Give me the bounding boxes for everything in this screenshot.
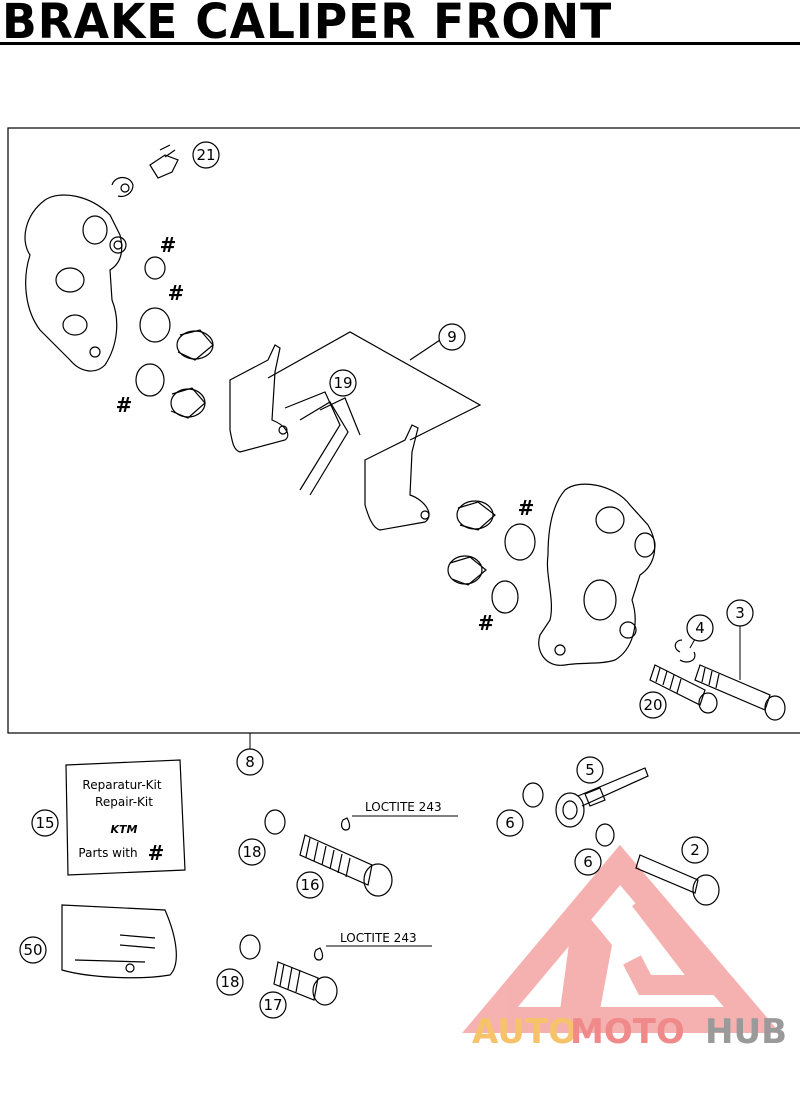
hash-mark: # xyxy=(478,611,495,635)
callout-2-circle xyxy=(681,836,709,864)
watermark-auto: AUTO xyxy=(472,1012,577,1052)
callout-9-leader xyxy=(267,331,482,441)
seal-left-small xyxy=(144,256,166,280)
caliper-frame xyxy=(7,127,800,734)
banjo-bolt xyxy=(635,854,720,906)
callout-3: 3 xyxy=(735,604,745,622)
loctite-label-1: LOCTITE 243 xyxy=(365,800,442,814)
callout-16-circle xyxy=(296,871,324,899)
hash-mark: # xyxy=(168,281,185,305)
watermark-logo xyxy=(462,844,781,1033)
callout-8-circle xyxy=(236,748,264,776)
callout-19-circle xyxy=(329,369,357,397)
callout-5: 5 xyxy=(585,761,595,779)
hash-mark: # xyxy=(116,393,133,417)
seal-right-upper xyxy=(504,523,536,561)
callout-18a: 18 xyxy=(242,843,261,861)
callout-6a: 6 xyxy=(505,814,515,832)
callout-18b-circle xyxy=(216,968,244,996)
repair-kit-line2: Repair-Kit xyxy=(95,795,153,809)
callout-21-circle xyxy=(192,141,220,169)
washer-6-lower xyxy=(595,823,615,847)
callout-6a-circle xyxy=(496,809,524,837)
watermark-text: AUTO MOTO HUB xyxy=(472,1012,787,1052)
callout-4-circle xyxy=(686,614,714,642)
piston-right-lower xyxy=(447,555,487,586)
snap-ring xyxy=(674,639,696,663)
bolt-17 xyxy=(273,961,338,1006)
callout-19: 19 xyxy=(333,374,352,392)
caliper-half-right xyxy=(538,483,656,666)
callout-21: 21 xyxy=(196,146,215,164)
loctite-drop-2 xyxy=(313,947,324,961)
washer-18-lower xyxy=(239,934,261,960)
repair-kit-hash: # xyxy=(148,841,165,865)
callout-4: 4 xyxy=(695,619,705,637)
washer-6-upper xyxy=(522,782,544,808)
bolt-short xyxy=(649,664,718,714)
brake-hose-fitting xyxy=(555,767,649,828)
callout-18b: 18 xyxy=(220,973,239,991)
brake-pad-left xyxy=(229,344,289,453)
callout-2: 2 xyxy=(690,841,700,859)
loctite-label-2: LOCTITE 243 xyxy=(340,931,417,945)
bolt-long xyxy=(694,664,786,721)
caliper-half-left xyxy=(24,194,127,372)
callout-9-circle xyxy=(438,323,466,351)
ktm-logo: KTM xyxy=(111,823,138,836)
callout-6b-circle xyxy=(574,848,602,876)
piston-left-upper xyxy=(176,329,214,361)
watermark-moto: MOTO xyxy=(570,1012,685,1052)
washer-18-upper xyxy=(264,809,286,835)
seal-left-large-lower xyxy=(135,363,165,397)
repair-kit-line3: Parts with xyxy=(78,846,137,860)
callout-3-circle xyxy=(726,599,754,627)
callout-20-circle xyxy=(639,691,667,719)
hash-mark: # xyxy=(518,496,535,520)
repair-kit-line1: Reparatur-Kit xyxy=(82,778,161,792)
repair-kit-card xyxy=(65,759,186,876)
callout-15-circle xyxy=(31,809,59,837)
seal-right-lower xyxy=(491,580,519,614)
title-underline xyxy=(0,42,800,45)
callout-18a-circle xyxy=(238,838,266,866)
callout-17: 17 xyxy=(263,996,282,1014)
loctite-drop-1 xyxy=(340,817,351,831)
piston-left-lower xyxy=(170,387,206,419)
callout-9: 9 xyxy=(447,328,457,346)
callout-16: 16 xyxy=(300,876,319,894)
piston-right-upper xyxy=(456,500,496,531)
callout-6b: 6 xyxy=(583,853,593,871)
watermark-hub: HUB xyxy=(705,1012,787,1052)
callout-5-circle xyxy=(576,756,604,784)
callout-20: 20 xyxy=(643,696,662,714)
brake-pad-right xyxy=(364,424,430,531)
callout-50-circle xyxy=(19,936,47,964)
callout-8: 8 xyxy=(245,753,255,771)
hash-mark: # xyxy=(160,233,177,257)
seal-left-large-upper xyxy=(139,307,171,343)
caliper-guard xyxy=(61,904,177,979)
page-title: BRAKE CALIPER FRONT xyxy=(2,0,613,50)
callout-15: 15 xyxy=(35,814,54,832)
bleed-valve xyxy=(111,144,179,198)
callout-50: 50 xyxy=(23,941,42,959)
callout-17-circle xyxy=(259,991,287,1019)
bolt-16 xyxy=(299,834,393,897)
pad-spring xyxy=(284,391,361,496)
